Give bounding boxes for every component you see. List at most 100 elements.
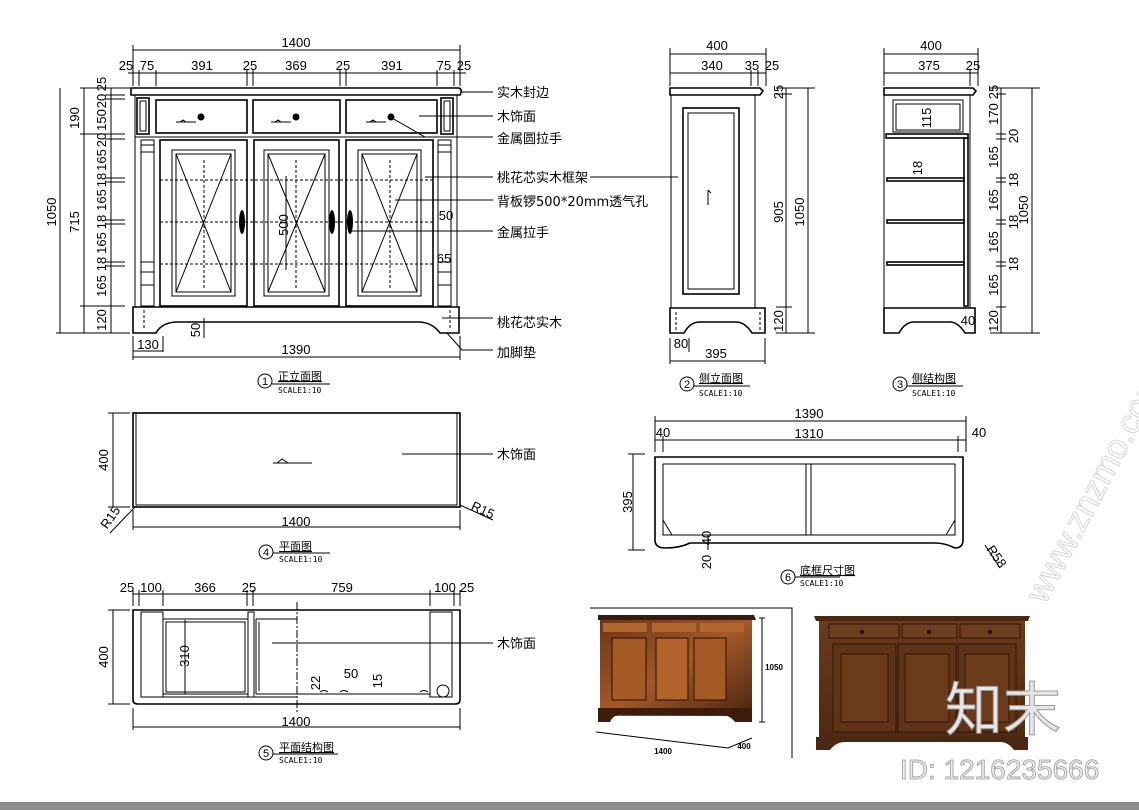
svg-text:6: 6: [785, 572, 791, 584]
dim: 120: [94, 309, 109, 331]
svg-text:18: 18: [1006, 173, 1021, 187]
dim: 40: [699, 531, 714, 545]
svg-text:2: 2: [684, 379, 690, 391]
left-vertical-dims: 25 20 150 20 165 18 165 18 165 18 165 12…: [44, 77, 109, 331]
dim: 395: [620, 491, 635, 513]
dimension-lines: [56, 45, 466, 360]
dim: 18: [94, 215, 109, 229]
dim: 75: [437, 58, 451, 73]
dim: 759: [331, 580, 353, 595]
plan-structure-drawing: [132, 602, 461, 712]
svg-text:120: 120: [986, 310, 1001, 332]
photo-dim-depth: 400: [737, 742, 751, 751]
dim: 190: [67, 107, 82, 129]
dim: 80: [674, 336, 688, 351]
dim: 500: [276, 214, 291, 236]
dim: 50: [439, 208, 453, 223]
plan-structure-view: 25 100 366 25 759 100 25 400 310 22 50 1…: [96, 580, 536, 765]
dim: 400: [920, 38, 942, 53]
dim: 25: [336, 58, 350, 73]
svg-text:侧立面图: 侧立面图: [699, 371, 743, 385]
dim: 395: [705, 346, 727, 361]
watermark-logo: 知末: [945, 676, 1061, 744]
bottom-bar: [0, 802, 1139, 810]
dim: 366: [194, 580, 216, 595]
dim: 100: [140, 580, 162, 595]
side-structure-drawing: [883, 87, 978, 334]
base-frame-drawing: [654, 456, 964, 549]
dim: 25: [119, 58, 133, 73]
dim: 1390: [282, 342, 311, 357]
dim: 340: [701, 58, 723, 73]
reference-photo-dimensioned: 1050 1400 400: [590, 607, 793, 758]
dim: 905: [771, 201, 786, 223]
dim: 391: [381, 58, 403, 73]
dim: 25: [457, 58, 471, 73]
side-cabinet-drawing: [669, 87, 766, 334]
dim: 400: [96, 646, 111, 668]
dim-total-height: 1050: [44, 198, 59, 227]
dim: 165: [94, 189, 109, 211]
dim: 1400: [282, 714, 311, 729]
dim: 15: [370, 674, 385, 688]
front-cabinet-drawing: [130, 87, 463, 334]
dim: 1310: [795, 426, 824, 441]
view-title: 1 正立面图 SCALE1:10: [257, 369, 330, 395]
dim: 1400: [282, 514, 311, 529]
dim: 391: [191, 58, 213, 73]
svg-text:165: 165: [986, 189, 1001, 211]
svg-text:SCALE1:10: SCALE1:10: [699, 389, 743, 398]
dim: 369: [285, 58, 307, 73]
dim: 165: [94, 232, 109, 254]
reference-photo-cabinet: [814, 616, 1030, 750]
callout-label: 木饰面: [497, 637, 536, 652]
dim: 40: [972, 425, 986, 440]
dim: 50: [344, 666, 358, 681]
dim: 25: [771, 85, 786, 99]
view-title: 2 侧立面图 SCALE1:10: [679, 371, 750, 398]
dim: 25: [966, 58, 980, 73]
callout-label: 背板锣500*20mm透气孔: [497, 194, 648, 210]
dim: 310: [177, 645, 192, 667]
svg-text:165: 165: [986, 274, 1001, 296]
dim: 165: [94, 275, 109, 297]
dim: 100: [434, 580, 456, 595]
dim: 20: [699, 555, 714, 569]
dim: 50: [188, 323, 203, 337]
svg-text:165: 165: [986, 146, 1001, 168]
svg-text:侧结构图: 侧结构图: [912, 371, 956, 385]
view-title: 6 底框尺寸图 SCALE1:10: [780, 563, 855, 588]
dim: 115: [919, 108, 934, 129]
callout-label: 实木封边: [497, 86, 549, 101]
svg-text:3: 3: [897, 379, 903, 391]
callout-leaders: [352, 91, 678, 351]
dim: 715: [67, 211, 82, 233]
front-elevation-view: 1400 25 75 391 25 369 25 391 75 25 25 20…: [44, 35, 678, 395]
dim: 18: [94, 173, 109, 187]
dim: 25: [765, 58, 779, 73]
svg-text:底框尺寸图: 底框尺寸图: [800, 563, 855, 577]
svg-text:平面图: 平面图: [279, 540, 312, 553]
svg-text:正立面图: 正立面图: [278, 369, 322, 383]
dim: 20: [94, 133, 109, 147]
dim: 20: [94, 94, 109, 108]
callout-label: 桃花芯实木框架: [497, 170, 588, 186]
callout-label: 金属圆拉手: [497, 131, 562, 147]
photo-dim-width: 1400: [654, 747, 672, 756]
svg-text:SCALE1:10: SCALE1:10: [278, 386, 322, 395]
svg-text:SCALE1:10: SCALE1:10: [800, 579, 844, 588]
dim: 65: [437, 251, 451, 266]
dim: 18: [910, 161, 925, 175]
dim: 375: [918, 58, 940, 73]
view-title: 5 平面结构图 SCALE1:10: [258, 740, 338, 765]
svg-text:4: 4: [263, 547, 269, 559]
svg-text:SCALE1:10: SCALE1:10: [279, 756, 323, 765]
dim: 120: [771, 310, 786, 332]
side-elevation-view: 400 340 35 25 25 905 1050 120 80 395 2 侧…: [669, 38, 815, 398]
dim: 25: [120, 580, 134, 595]
svg-text:20: 20: [1006, 129, 1021, 143]
dim: 25: [242, 580, 256, 595]
svg-text:165: 165: [986, 231, 1001, 253]
dim: 40: [656, 425, 670, 440]
dim: 150: [94, 109, 109, 131]
